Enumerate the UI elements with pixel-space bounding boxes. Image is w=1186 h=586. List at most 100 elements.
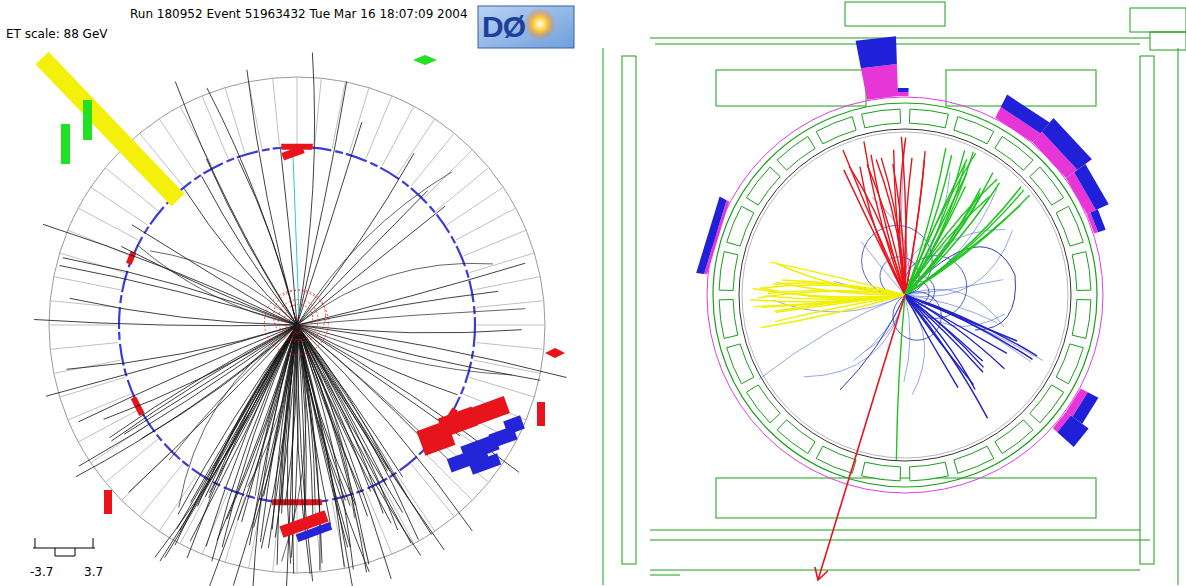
charged-track — [132, 225, 297, 325]
run-info: Run 180952 Event 51963432 Tue Mar 16 18:… — [128, 7, 470, 21]
curved-track — [137, 245, 297, 325]
calorimeter-wedge — [1056, 206, 1083, 246]
calorimeter-spoke — [249, 82, 262, 149]
charged-track — [247, 70, 297, 325]
soft-track — [804, 295, 906, 377]
curved-track — [150, 251, 297, 325]
charged-track — [129, 325, 297, 492]
calorimeter-spoke — [202, 96, 228, 159]
charged-track — [297, 291, 498, 325]
calorimeter-wedge — [862, 462, 901, 481]
calorimeter-spoke — [463, 230, 526, 256]
calorimeter-wedge — [1056, 344, 1083, 384]
scale-tick-box: 3.7 — [84, 562, 103, 580]
calorimeter-wedge — [910, 109, 949, 128]
charged-track — [70, 298, 297, 325]
had-tower — [898, 88, 909, 92]
calorimeter-wedge — [995, 136, 1033, 170]
calorimeter-spoke — [50, 343, 118, 350]
calorimeter-wedge — [719, 300, 738, 339]
calorimeter-wedge — [727, 344, 754, 384]
frame — [1130, 8, 1186, 32]
jet-track — [860, 167, 905, 295]
calorimeter-wedge — [1072, 300, 1091, 339]
had-tower — [1073, 392, 1099, 424]
curved-track — [297, 172, 452, 325]
curved-track — [297, 309, 525, 325]
calorimeter-wedge — [727, 206, 754, 246]
charged-track — [297, 53, 315, 326]
jet-track — [776, 295, 905, 312]
calorimeter-spoke — [315, 78, 322, 146]
charged-track — [175, 82, 297, 325]
energy-tower — [469, 453, 501, 475]
scale-tick: -3.7 — [30, 565, 53, 579]
calorimeter-spoke — [332, 82, 345, 149]
calorimeter-spoke — [469, 377, 534, 397]
calorimeter-spoke — [469, 253, 534, 273]
curved-track — [297, 325, 408, 498]
experiment-logo-box: DØ — [482, 10, 525, 44]
muon-hit — [537, 402, 545, 426]
calorimeter-spoke — [456, 208, 516, 240]
charged-track — [297, 325, 419, 540]
calorimeter-wedge — [727, 206, 754, 246]
calorimeter-wedge — [777, 420, 815, 454]
charged-track — [297, 325, 519, 472]
calorimeter-spoke — [474, 360, 541, 373]
energy-tower — [296, 522, 333, 542]
jet-track — [761, 295, 905, 328]
charged-track — [206, 159, 297, 325]
had-tower — [1001, 95, 1050, 134]
charged-track — [104, 325, 298, 419]
calorimeter-spoke — [273, 78, 280, 146]
track — [293, 155, 299, 315]
jet-track — [905, 155, 952, 295]
calorimeter-wedge — [910, 462, 949, 481]
calorimeter-wedge — [719, 252, 738, 291]
jet-track — [753, 289, 905, 298]
had-tower — [696, 196, 726, 274]
calorimeter-spoke — [474, 277, 541, 290]
jet-track — [905, 295, 1004, 369]
curved-track — [255, 325, 297, 496]
energy-tower — [503, 415, 525, 434]
calorimeter-spoke — [54, 360, 121, 373]
soft-track — [853, 295, 905, 361]
vertex-detector — [274, 290, 326, 342]
calorimeter-spoke — [180, 106, 212, 166]
frame — [1140, 56, 1154, 564]
frame — [650, 530, 1150, 575]
charged-track — [297, 325, 472, 531]
calorimeter-spoke — [105, 439, 158, 482]
charged-track — [297, 325, 540, 380]
energy-tower — [281, 145, 304, 160]
calorimeter-wedge — [995, 136, 1033, 170]
calorimeter-wedge — [1056, 344, 1083, 384]
calorimeter-wedge — [995, 420, 1033, 454]
charged-track — [297, 325, 398, 530]
calorimeter-wedge — [1030, 385, 1064, 423]
jet-track — [905, 295, 1033, 359]
calorimeter-wedge — [954, 446, 994, 473]
calorimeter-wedge — [1030, 167, 1064, 205]
calorimeter-wedge — [862, 462, 901, 481]
experiment-logo: DØ — [482, 10, 525, 43]
charged-track — [180, 325, 297, 531]
curved-track — [179, 325, 297, 508]
vertex-detector — [264, 291, 328, 355]
calorimeter-wedge — [777, 136, 815, 170]
calorimeter-wedge — [746, 167, 780, 205]
had-tower — [856, 36, 897, 68]
jet-track — [905, 295, 988, 418]
muon-hit — [545, 348, 565, 358]
calorimeter-spoke — [297, 77, 298, 145]
charged-track — [202, 176, 297, 325]
calorimeter-spoke — [436, 168, 489, 211]
charged-track — [297, 325, 460, 436]
jet-track — [905, 295, 983, 372]
calorimeter-wedge — [1072, 252, 1091, 291]
calorimeter-wedge — [954, 117, 994, 144]
calorimeter-wedge — [1072, 300, 1091, 339]
